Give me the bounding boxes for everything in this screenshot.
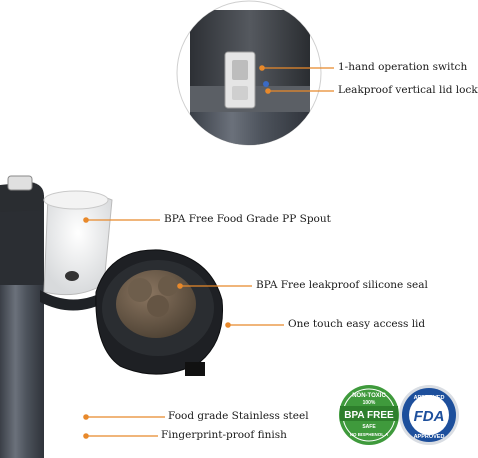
bpa-badge-main: BPA FREE [344,410,394,421]
fda-badge-main: FDA [414,408,445,425]
bpa-free-badge: NON-TOXIC 100% BPA FREE SAFE NO BISPHENO… [339,385,399,445]
lid-lock-zoom-inset [176,0,322,146]
product-illustration: NON-TOXIC 100% BPA FREE SAFE NO BISPHENO… [0,0,459,458]
spout [40,190,113,311]
bpa-badge-bottom: NO BISPHENOL A [350,432,389,437]
callout-switch: 1-hand operation switch [338,61,468,73]
bpa-badge-safe: SAFE [362,424,376,430]
callout-spout: BPA Free Food Grade PP Spout [164,213,331,225]
fda-approved-badge: APPROVED FDA APPROVED [399,385,459,445]
callout-steel: Food grade Stainless steel [168,410,309,422]
bpa-badge-percent: 100% [363,400,376,406]
fda-badge-bottom: APPROVED [414,434,445,440]
leader-lines [83,65,334,439]
bpa-badge-top: NON-TOXIC [352,393,386,399]
fda-badge-top: APPROVED [414,395,445,401]
callout-seal: BPA Free leakproof silicone seal [256,279,428,291]
callout-lid-lock: Leakproof vertical lid lock [338,84,478,96]
callout-finish: Fingerprint-proof finish [161,429,287,441]
thermos-bottle [0,175,44,458]
callout-lid: One touch easy access lid [288,318,426,330]
lid [95,249,224,376]
